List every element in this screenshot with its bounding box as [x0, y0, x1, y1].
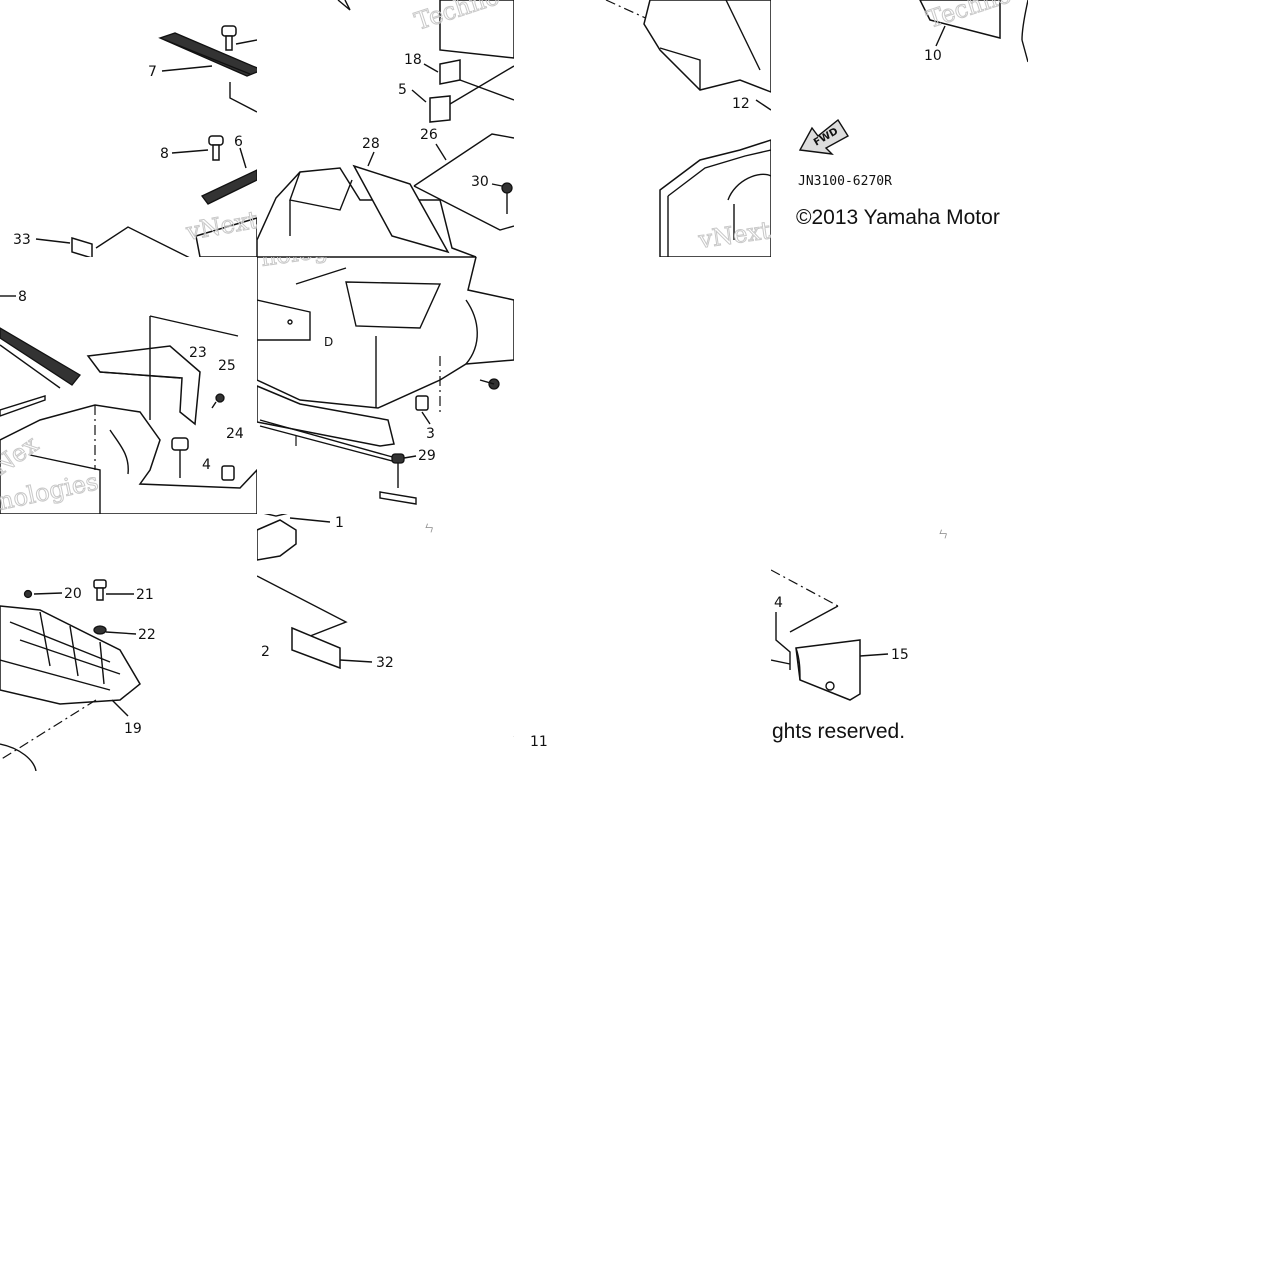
callout-label: 30 [471, 174, 489, 190]
weather-strip-part [158, 32, 257, 77]
floor-tray-part [0, 605, 141, 705]
callout-label: 18 [404, 52, 422, 68]
callout-label: 32 [376, 655, 394, 671]
callout-label: 22 [138, 627, 156, 643]
callout-label: 6 [234, 134, 243, 150]
copyright-tail: ghts reserved. [772, 720, 905, 743]
callout-label: 4 [774, 595, 783, 611]
tile-right-bottom: ㄣ 4 15 ghts reserved. [771, 529, 948, 743]
callout-label: 12 [732, 96, 750, 112]
callout-label: 29 [418, 448, 436, 464]
tile-left-middle: nologies Nex 8 23 25 24 4 [0, 289, 257, 514]
callout-label: 26 [420, 127, 438, 143]
callout-label: 19 [124, 721, 142, 737]
front-body-part [659, 139, 771, 257]
tile-center-middle: D nologies 3 29 [257, 257, 514, 505]
callout-label: 24 [226, 426, 244, 442]
callout-label: 10 [924, 48, 942, 64]
callout-label: 20 [64, 586, 82, 602]
callout-label: 1 [335, 515, 344, 531]
callout-label: 15 [891, 647, 909, 663]
callout-label: 11 [530, 734, 548, 750]
tile-far-right-top: Techno 10 FWD JN3100-6270R ©2013 Yamaha … [796, 0, 1028, 229]
fwd-arrow-icon: FWD [798, 118, 849, 155]
callout-label: 5 [398, 82, 407, 98]
svg-text:ㄣ: ㄣ [938, 529, 948, 541]
part-number: JN3100-6270R [798, 174, 892, 189]
callout-label: 3 [426, 426, 435, 442]
callout-label: 2 [261, 644, 270, 660]
bolt-part [221, 25, 237, 51]
callout-label: 23 [189, 345, 207, 361]
svg-text:ㄣ: ㄣ [424, 523, 434, 535]
tile-left-bottom: 20 21 22 19 [0, 579, 156, 771]
callout-label: 33 [13, 232, 31, 248]
seat-part [86, 345, 201, 426]
callout-label: 7 [148, 64, 157, 80]
callout-label: 8 [18, 289, 27, 305]
bolt-part [208, 135, 224, 161]
callout-label: 25 [218, 358, 236, 374]
svg-text:D: D [324, 335, 333, 349]
callout-label: 4 [202, 457, 211, 473]
callout-label: 8 [160, 146, 169, 162]
tile-center-bottom: ㄣ 1 2 32 11 [257, 514, 548, 750]
tile-center-top: Techno 18 5 28 26 30 [257, 0, 514, 257]
tile-right-top: vNext Tec 12 [605, 0, 771, 257]
callout-label: 21 [136, 587, 154, 603]
copyright-line: ©2013 Yamaha Motor [796, 206, 1000, 229]
callout-label: 28 [362, 136, 380, 152]
rear-body-part: D [257, 257, 514, 409]
